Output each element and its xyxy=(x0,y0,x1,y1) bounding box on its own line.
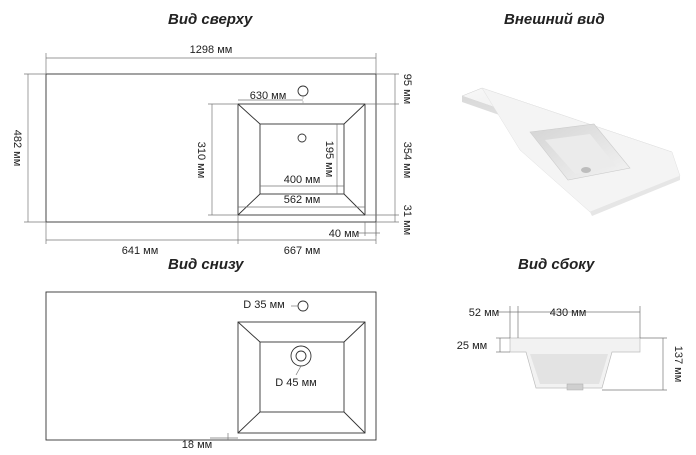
drain-inner xyxy=(295,350,307,362)
dim-d45: D 45 мм xyxy=(275,377,316,389)
bowl-outer xyxy=(237,103,366,216)
dim-18: 18 мм xyxy=(182,439,212,451)
bottom-view: D 35 мм D 45 мм 18 мм xyxy=(45,291,377,451)
drain-hole xyxy=(297,133,307,143)
side-view: 52 мм 430 мм 25 мм 137 мм xyxy=(457,306,684,391)
dim-630: 630 мм xyxy=(250,90,287,102)
top-view: 1298 мм 482 мм 630 мм 95 мм 310 мм 195 м… xyxy=(11,44,413,257)
dim-562: 562 мм xyxy=(284,194,321,206)
dim-354: 354 мм xyxy=(401,142,413,179)
external-view-render xyxy=(461,87,681,216)
dim-95: 95 мм xyxy=(401,74,413,104)
bowl-inner-bottom xyxy=(259,341,345,413)
bottom-view-heading: Вид снизу xyxy=(168,256,244,273)
countertop-outline xyxy=(45,73,377,223)
dim-52: 52 мм xyxy=(469,307,499,319)
tap-hole-bottom xyxy=(297,300,309,312)
dim-400: 400 мм xyxy=(284,174,321,186)
tap-hole xyxy=(297,85,309,97)
dim-40: 40 мм xyxy=(329,228,359,240)
dim-641: 641 мм xyxy=(122,245,159,257)
top-view-heading: Вид сверху xyxy=(168,11,253,28)
dim-482: 482 мм xyxy=(11,130,23,167)
side-view-heading: Вид сбоку xyxy=(518,256,595,273)
dim-430: 430 мм xyxy=(550,307,587,319)
drain-outer xyxy=(290,345,312,367)
dim-667: 667 мм xyxy=(284,245,321,257)
dim-137: 137 мм xyxy=(672,346,684,383)
bowl-outer-bottom xyxy=(237,321,366,434)
dim-31: 31 мм xyxy=(401,205,413,235)
dim-d35: D 35 мм xyxy=(243,299,284,311)
dim-195: 195 мм xyxy=(323,141,335,178)
bowl-inner xyxy=(259,123,345,195)
dim-1298: 1298 мм xyxy=(190,44,233,56)
dim-310: 310 мм xyxy=(195,142,207,179)
external-view-heading: Внешний вид xyxy=(504,11,605,28)
bottom-outline xyxy=(45,291,377,441)
dim-25: 25 мм xyxy=(457,340,487,352)
